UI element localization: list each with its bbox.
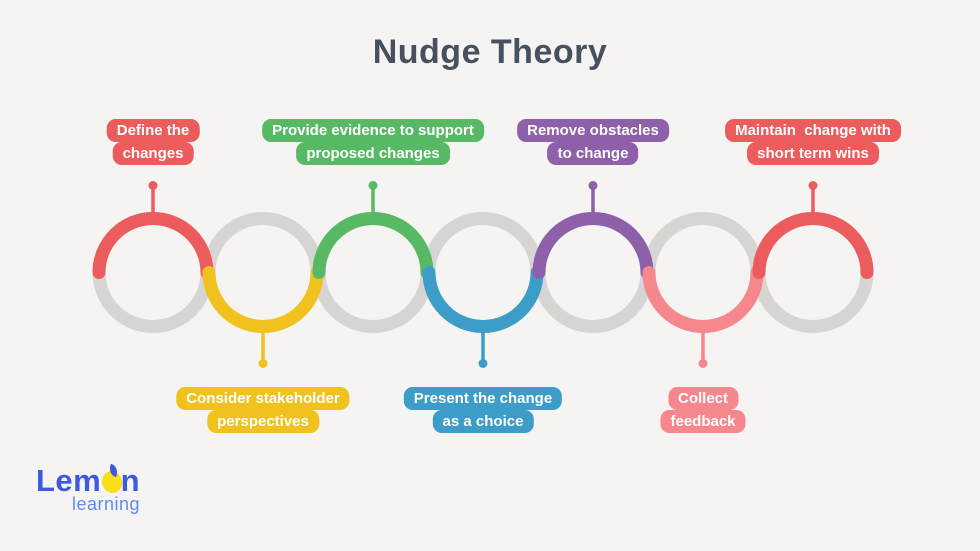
logo-subtitle: learning bbox=[71, 494, 140, 514]
arc-step-2 bbox=[202, 266, 324, 333]
lemon-icon bbox=[99, 463, 126, 496]
arc-step-3 bbox=[312, 212, 434, 279]
arc-step-6 bbox=[642, 266, 764, 333]
page-title: Nudge Theory bbox=[372, 33, 608, 71]
arc-step-7 bbox=[752, 212, 874, 279]
dot-step-4 bbox=[478, 359, 488, 368]
lemon-learning-logo: Lem n learning bbox=[36, 463, 140, 515]
logo-wordmark: Lem n bbox=[36, 463, 140, 498]
arc-step-5 bbox=[532, 212, 654, 279]
dot-step-5 bbox=[588, 181, 598, 190]
dot-step-6 bbox=[698, 359, 708, 368]
logo-text-suffix: n bbox=[120, 463, 140, 498]
arc-step-1 bbox=[92, 212, 214, 279]
logo-text-prefix: Lem bbox=[36, 463, 102, 498]
dot-step-7 bbox=[808, 181, 818, 190]
dot-step-3 bbox=[368, 181, 378, 190]
arc-step-4 bbox=[422, 266, 544, 333]
dot-step-1 bbox=[148, 181, 158, 190]
dot-step-2 bbox=[258, 359, 268, 368]
